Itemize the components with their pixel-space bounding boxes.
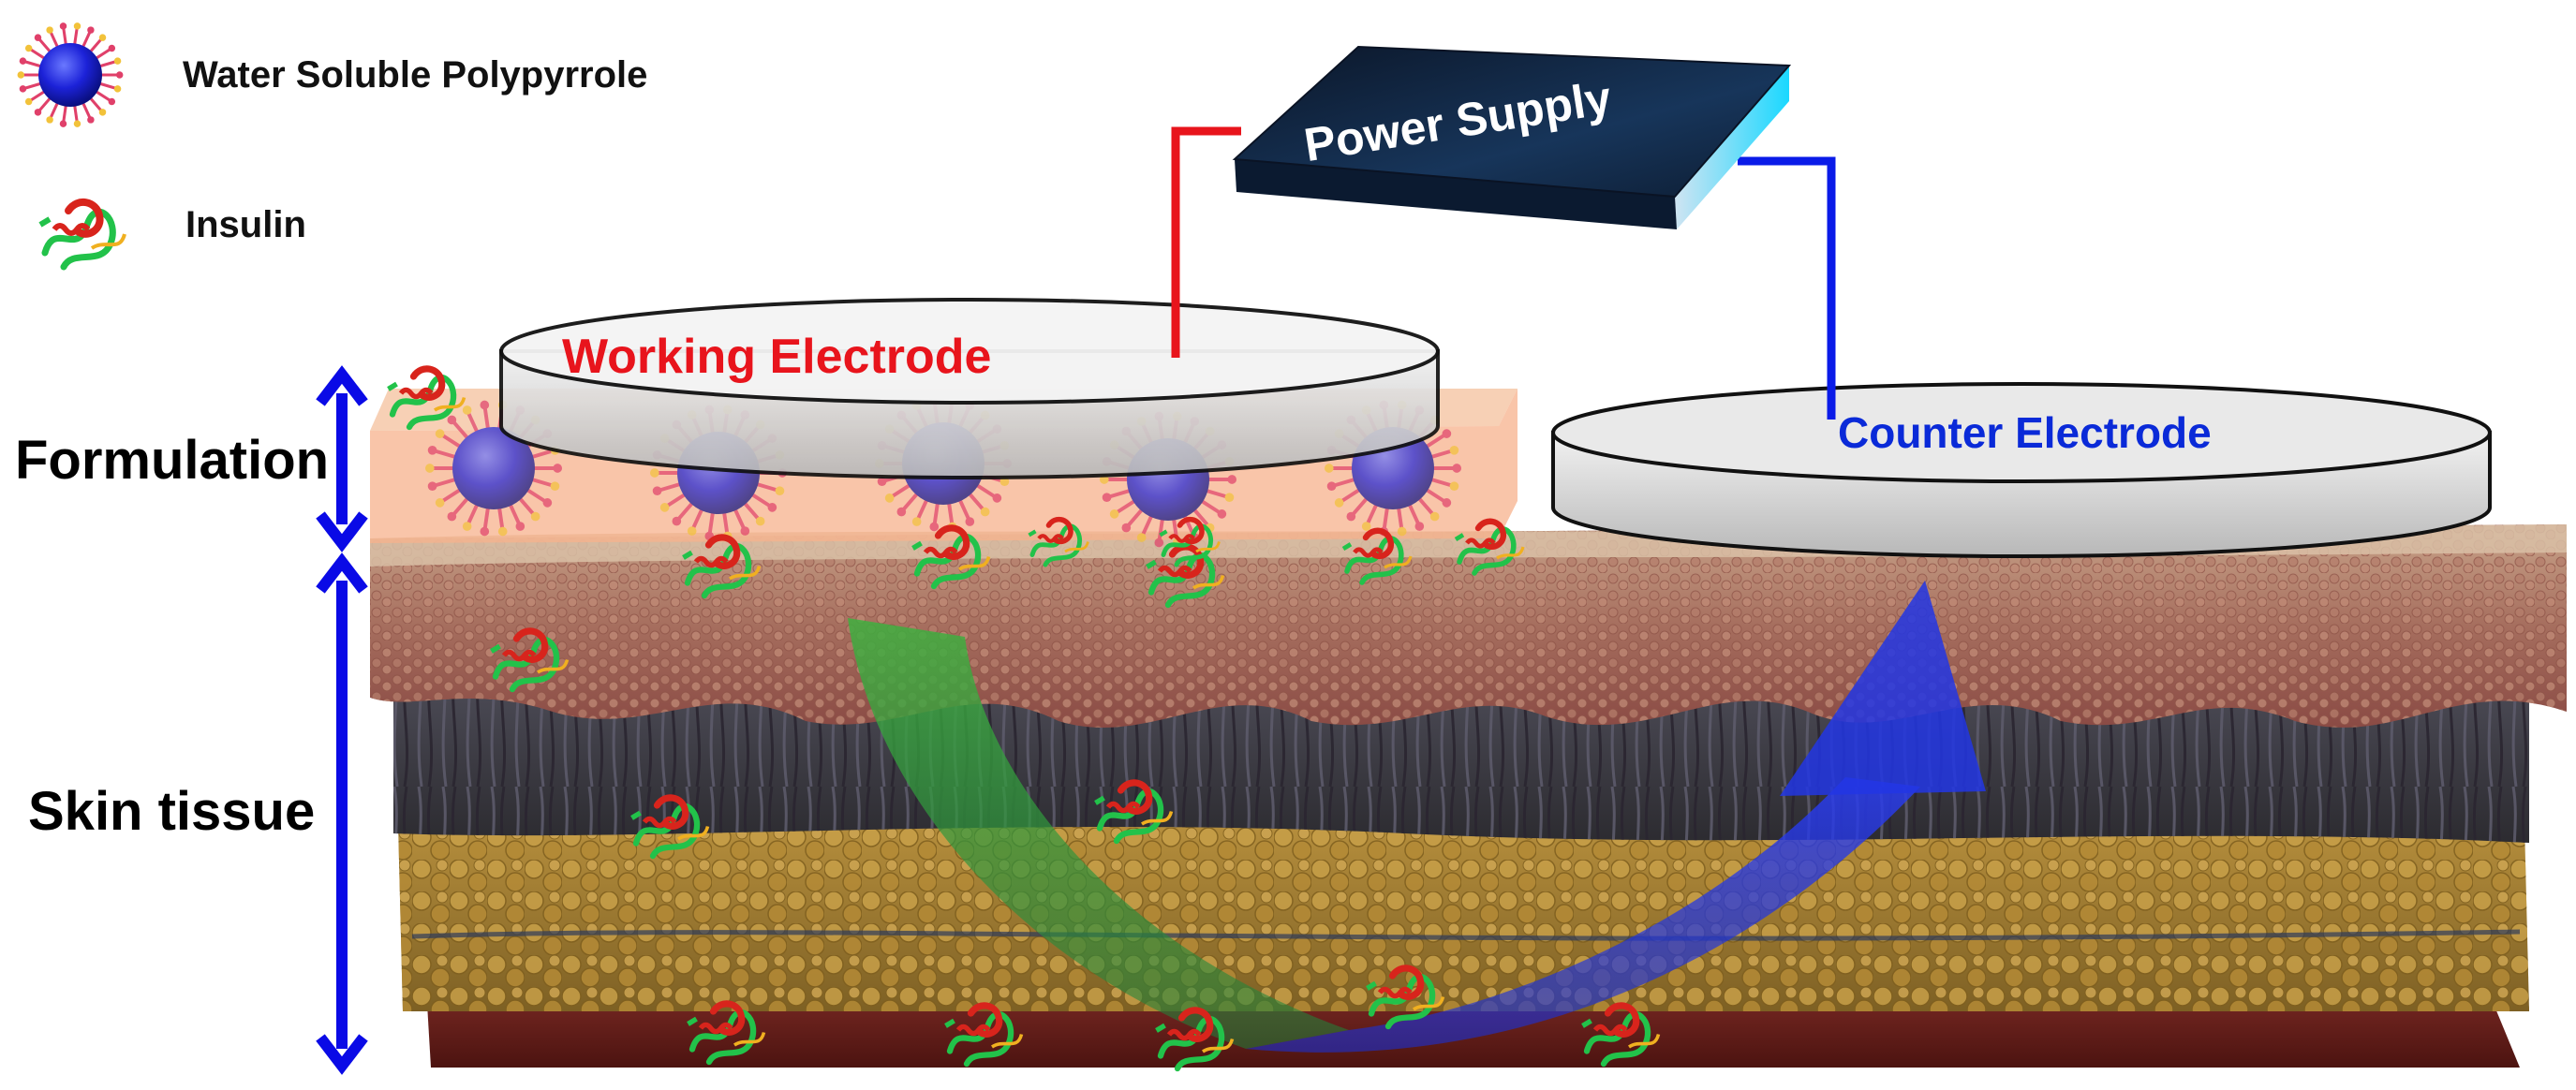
cathode-wire <box>1738 156 1836 420</box>
power-supply-top <box>1232 45 1792 199</box>
insulin-molecules <box>387 365 1661 1072</box>
formulation-arrow-head-down <box>316 511 368 552</box>
insulin-molecule <box>687 1000 766 1066</box>
working-electrode-label: Working Electrode <box>562 330 991 384</box>
blue-flow-band <box>1246 777 1920 1053</box>
polypyrrole-icon <box>17 22 124 127</box>
insulin-molecule <box>387 365 466 431</box>
insulin-icon <box>38 199 126 271</box>
working-electrode-top <box>499 298 1440 405</box>
blue-flow-head <box>1780 581 1986 796</box>
insulin-molecule <box>1366 965 1445 1030</box>
power-supply-side <box>1675 66 1789 229</box>
insulin-molecule <box>682 534 762 599</box>
anode-wire <box>1171 126 1241 358</box>
skin-tissue-arrow-head-down <box>316 1034 368 1075</box>
insulin-molecule <box>1341 527 1413 585</box>
counter-electrode-top <box>1551 382 2492 483</box>
insulin-molecule <box>1454 518 1525 576</box>
insulin-molecule <box>1155 1007 1235 1072</box>
counter-electrode-label: Counter Electrode <box>1838 408 2212 457</box>
insulin-molecule <box>490 627 570 693</box>
polypyrrole-particle <box>424 400 563 537</box>
insulin-molecule <box>1159 516 1221 567</box>
working-electrode: Working Electrode <box>499 298 1440 479</box>
counter-electrode: Counter Electrode <box>1551 382 2492 558</box>
skin-tissue-arrow-head-up <box>316 552 368 594</box>
insulin-molecule <box>630 794 710 860</box>
insulin-molecule <box>944 1002 1024 1068</box>
fat-vein <box>411 929 2521 941</box>
skin-tissue-label: Skin tissue <box>28 781 316 842</box>
insulin-molecule <box>1581 1002 1661 1068</box>
insulin-legend-label: Insulin <box>185 204 306 245</box>
formulation-arrow-head-up <box>316 365 368 406</box>
polypyrrole-legend-label: Water Soluble Polypyrrole <box>183 54 648 96</box>
skin-tissue-arrow <box>316 552 368 1075</box>
insulin-molecule <box>1094 779 1174 845</box>
insulin-molecule <box>1028 516 1089 567</box>
insulin-molecule <box>911 524 991 590</box>
power-supply: Power Supply <box>1232 45 1792 229</box>
polypyrrole-legend-icon <box>17 22 124 127</box>
fat-cells <box>398 813 2529 1011</box>
formulation-arrow <box>316 365 368 552</box>
green-flow-band <box>848 618 1349 1049</box>
skin-tissue-block <box>370 524 2567 1068</box>
insulin-legend-icon <box>38 199 126 271</box>
anion-flow-arrow <box>848 581 1986 1053</box>
formulation-label: Formulation <box>15 430 330 491</box>
power-supply-front <box>1235 159 1677 229</box>
